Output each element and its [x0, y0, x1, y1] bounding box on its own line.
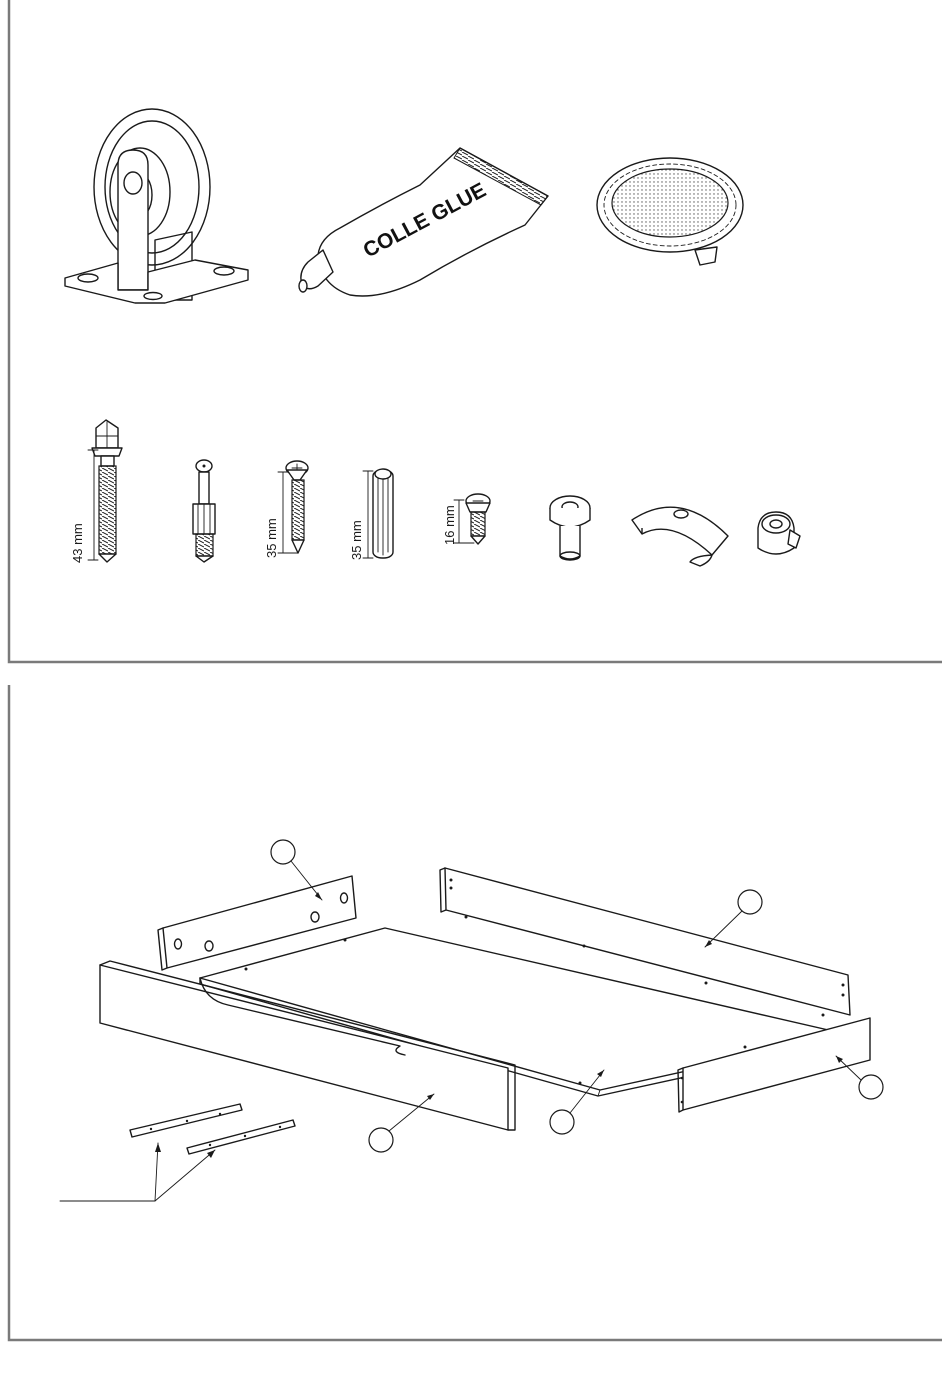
short-screw-dimension: 16 mm — [442, 505, 457, 545]
cam-bolt-icon: 43 mm — [70, 420, 122, 563]
caster-wheel-icon — [65, 109, 248, 303]
barrel-nut-icon — [550, 496, 590, 560]
glue-tube-icon: COLLE GLUE — [299, 148, 548, 296]
connector-bolt-icon — [193, 460, 215, 562]
drawer-runners — [130, 1104, 295, 1154]
callout-side-panel — [705, 890, 762, 947]
wooden-dowel-dimension: 35 mm — [349, 520, 364, 560]
cam-bolt-dimension: 43 mm — [70, 523, 85, 563]
hardware-panel-frame — [9, 0, 942, 662]
cam-lock-icon — [758, 512, 800, 554]
drawer-assembly-diagram — [60, 840, 883, 1201]
wood-screw-dimension: 35 mm — [264, 518, 279, 558]
cover-cap-icon — [597, 158, 743, 265]
curved-bracket-icon — [632, 507, 728, 566]
wooden-dowel-icon: 35 mm — [349, 469, 393, 560]
wood-screw-icon: 35 mm — [264, 461, 308, 558]
short-screw-icon: 16 mm — [442, 494, 490, 545]
